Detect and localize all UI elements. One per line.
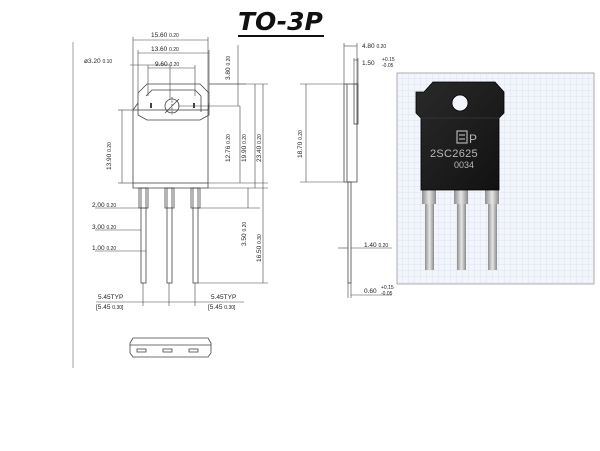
side-body: [343, 83, 358, 183]
svg-text:13.90 0.20: 13.90 0.20: [106, 142, 113, 170]
svg-text:0.60: 0.60: [364, 288, 377, 295]
photo-lead-right: [488, 190, 497, 270]
package-title: TO-3P: [238, 7, 323, 36]
svg-text:[5.45 0.30]: [5.45 0.30]: [208, 304, 236, 311]
svg-text:1.00 0.20: 1.00 0.20: [92, 245, 116, 252]
lead-right: [192, 187, 199, 284]
front-view: [132, 83, 210, 284]
svg-text:ø3.20 0.10: ø3.20 0.10: [84, 58, 112, 65]
photo-lead-center: [457, 190, 466, 270]
svg-text:18.70 0.20: 18.70 0.20: [297, 130, 304, 158]
side-dimension-texts: 4.80 0.20 1.50 +0.15 -0.05 18.70 0.20 1.…: [297, 43, 395, 297]
svg-text:15.60 0.20: 15.60 0.20: [151, 32, 179, 39]
svg-text:9.60 0.20: 9.60 0.20: [155, 61, 179, 68]
photo-logo-letter: P: [469, 132, 477, 146]
front-dimension-texts: 15.60 0.20 13.60 0.20 9.60 0.20 ø3.20 0.…: [84, 32, 263, 311]
svg-text:23.40 0.20: 23.40 0.20: [256, 134, 263, 162]
side-lead: [347, 181, 352, 284]
front-dimension-lines: [95, 37, 268, 306]
svg-text:3.00 0.20: 3.00 0.20: [92, 224, 116, 231]
svg-text:13.60 0.20: 13.60 0.20: [151, 46, 179, 53]
photo-logo-icon: [456, 130, 468, 144]
package-tab: [137, 83, 210, 121]
svg-text:5.45TYP: 5.45TYP: [211, 294, 236, 301]
svg-text:[5.45 0.30]: [5.45 0.30]: [96, 304, 124, 311]
svg-text:4.80 0.20: 4.80 0.20: [362, 43, 386, 50]
tab-inner-outline: [145, 89, 202, 112]
component-photo: P 2SC2625 0034: [396, 72, 595, 285]
photo-lead-left: [425, 190, 434, 270]
bottom-view: [129, 337, 212, 358]
svg-text:12.76 0.20: 12.76 0.20: [225, 134, 232, 162]
svg-text:3.80 0.20: 3.80 0.20: [225, 56, 232, 80]
svg-text:1.50: 1.50: [362, 60, 375, 67]
svg-text:-0.05: -0.05: [381, 291, 393, 297]
svg-text:1.40 0.20: 1.40 0.20: [364, 242, 388, 249]
svg-text:5.45TYP: 5.45TYP: [98, 294, 123, 301]
photo-marking-part: 2SC2625: [430, 148, 478, 160]
svg-text:3.50 0.20: 3.50 0.20: [241, 222, 248, 246]
side-dimension-lines: [300, 43, 392, 298]
svg-text:16.50 0.30: 16.50 0.30: [256, 234, 263, 262]
lead-left: [140, 187, 147, 284]
lead-center: [166, 187, 173, 284]
svg-text:+0.15: +0.15: [382, 57, 395, 63]
svg-text:2.00 0.20: 2.00 0.20: [92, 202, 116, 209]
photo-mounting-hole: [451, 94, 469, 112]
photo-package-body: [415, 81, 505, 191]
photo-marking-date: 0034: [454, 160, 474, 170]
svg-text:19.90 0.20: 19.90 0.20: [241, 134, 248, 162]
side-view: [343, 83, 359, 284]
package-body: [132, 109, 209, 184]
svg-text:+0.15: +0.15: [381, 285, 394, 291]
svg-text:-0.05: -0.05: [382, 63, 394, 69]
